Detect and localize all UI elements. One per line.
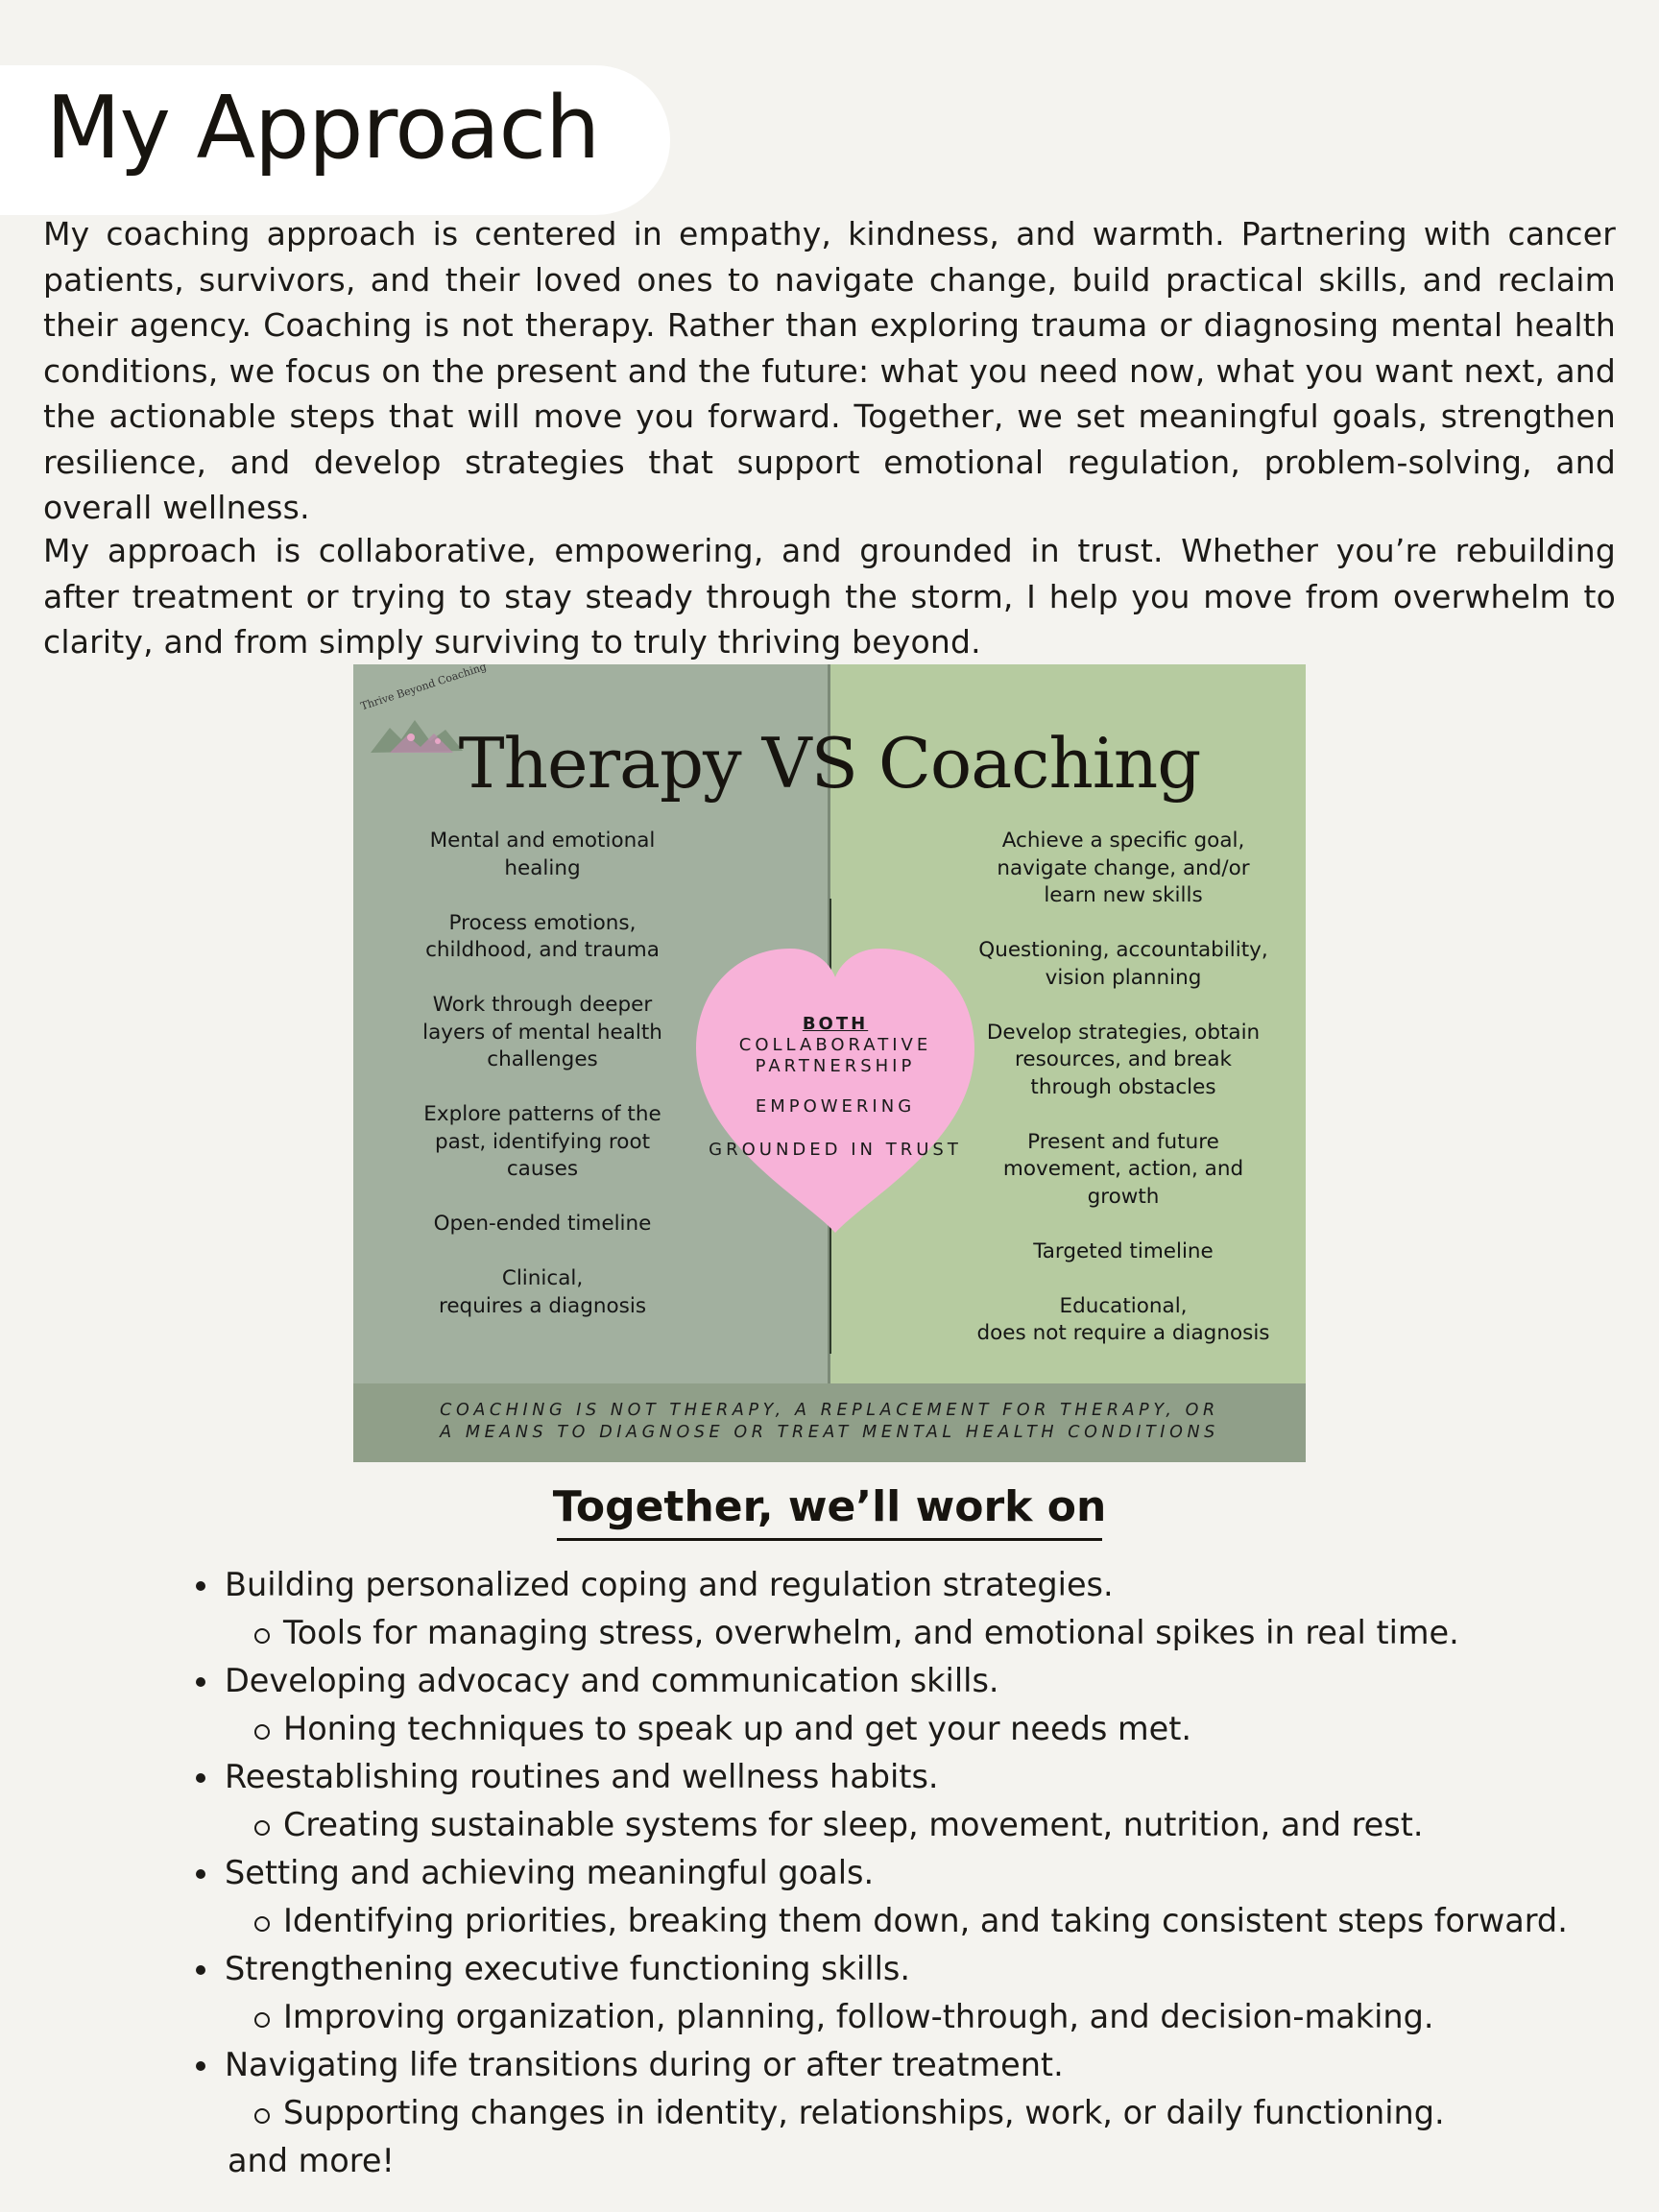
therapy-item: Explore patterns of the past, identifyin… (423, 1102, 661, 1181)
coaching-list: Achieve a specific goal, navigate change… (964, 828, 1283, 1375)
sub-list-item: Improving organization, planning, follow… (192, 1993, 1632, 2041)
approach-paragraph: My approach is collaborative, empowering… (43, 532, 1616, 661)
heading-underline (557, 1538, 1102, 1541)
sub-list-item: Supporting changes in identity, relation… (192, 2089, 1632, 2137)
list-item: Setting and achieving meaningful goals. (192, 1849, 1632, 1897)
page-title: My Approach (46, 78, 600, 179)
list-item: Navigating life transitions during or af… (192, 2041, 1632, 2089)
both-item: COLLABORATIVE PARTNERSHIP (738, 1035, 932, 1076)
section-heading: Together, we’ll work on (552, 1482, 1107, 1531)
sub-list-item: Creating sustainable systems for sleep, … (192, 1801, 1632, 1849)
therapy-item: Clinical, requires a diagnosis (438, 1266, 647, 1318)
disclaimer-bar (353, 1383, 1306, 1462)
list-item: Strengthening executive functioning skil… (192, 1945, 1632, 1993)
therapy-item: Process emotions, childhood, and trauma (425, 910, 660, 963)
coaching-item: Targeted timeline (1033, 1238, 1214, 1263)
coaching-item: Present and future movement, action, and… (1002, 1129, 1244, 1209)
both-item: EMPOWERING (755, 1096, 916, 1117)
infographic-title: Therapy VS Coaching (458, 723, 1202, 804)
therapy-vs-coaching-infographic: Thrive Beyond Coaching Therapy VS Coachi… (353, 664, 1306, 1462)
list-item: Developing advocacy and communication sk… (192, 1657, 1632, 1705)
coaching-item: Educational, does not require a diagnosi… (976, 1293, 1270, 1346)
heart-icon (696, 949, 974, 1233)
therapy-item: Work through deeper layers of mental hea… (422, 993, 662, 1071)
both-item: GROUNDED IN TRUST (709, 1140, 962, 1160)
thrive-beyond-logo (371, 720, 463, 753)
coaching-item: Develop strategies, obtain resources, an… (986, 1020, 1261, 1099)
intro-paragraph: My coaching approach is centered in empa… (43, 215, 1616, 526)
disclaimer-text: COACHING IS NOT THERAPY, A REPLACEMENT F… (353, 1400, 1306, 1444)
sub-list-item: Tools for managing stress, overwhelm, an… (192, 1609, 1632, 1657)
therapy-list: Mental and emotional healing Process emo… (396, 828, 689, 1348)
sub-list-item: Honing techniques to speak up and get yo… (192, 1705, 1632, 1753)
work-on-list: Building personalized coping and regulat… (192, 1561, 1632, 2185)
coaching-item: Questioning, accountability, vision plan… (978, 938, 1268, 990)
list-item: Building personalized coping and regulat… (192, 1561, 1632, 1609)
disclaimer-line: COACHING IS NOT THERAPY, A REPLACEMENT F… (440, 1401, 1219, 1420)
list-item: Reestablishing routines and wellness hab… (192, 1753, 1632, 1801)
sub-list-item: Identifying priorities, breaking them do… (192, 1897, 1632, 1945)
both-label: BOTH (802, 1014, 869, 1034)
therapy-item: Mental and emotional healing (429, 829, 656, 880)
disclaimer-line: A MEANS TO DIAGNOSE OR TREAT MENTAL HEAL… (440, 1423, 1219, 1442)
closing-text: and more! (228, 2142, 395, 2179)
title-banner (0, 65, 670, 215)
coaching-item: Achieve a specific goal, navigate change… (997, 829, 1250, 907)
therapy-item: Open-ended timeline (433, 1212, 652, 1236)
